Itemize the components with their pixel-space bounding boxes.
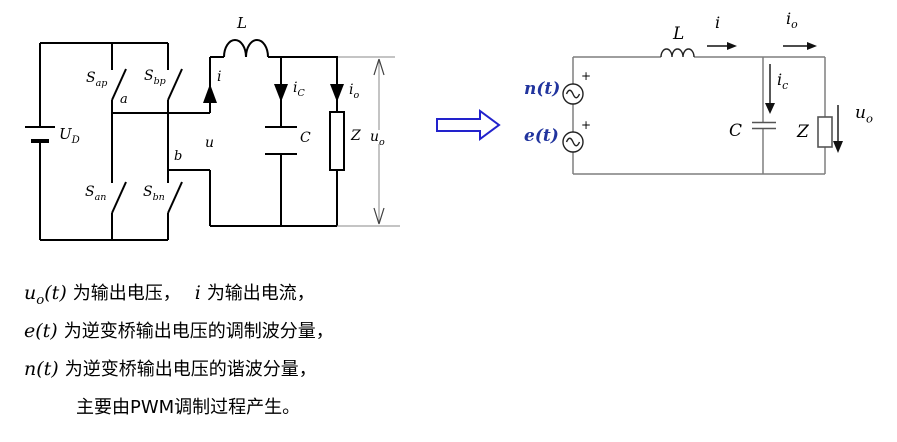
- load-resistor-icon: [329, 111, 345, 171]
- eq-capacitor-label: C: [729, 121, 743, 141]
- inductor-current-arrow-icon: [203, 84, 217, 103]
- switch-sap-label: Sap: [86, 70, 108, 89]
- eq-arrows: [707, 42, 843, 153]
- caption-line-4-text: 主要由PWM调制过程产生。: [76, 397, 301, 418]
- bridge-voltage-label: u: [205, 135, 215, 151]
- eq-inductor-label: L: [673, 24, 685, 44]
- equivalence-arrow-icon: [436, 109, 501, 141]
- dc-source-label: UD: [59, 125, 80, 146]
- left-circuit-arrowheads: [203, 84, 344, 103]
- eq-load-label: Z: [797, 122, 809, 142]
- harmonic-source-plus-sign: +: [581, 69, 592, 83]
- switch-sbp-blade-icon: [167, 68, 183, 101]
- caption-line-4: 主要由PWM调制过程产生。: [76, 393, 300, 419]
- inductor-label: L: [237, 14, 247, 32]
- out-current-arrow-icon: [330, 84, 344, 102]
- node-a-label: a: [120, 92, 128, 107]
- n-t-symbol: n(t): [24, 358, 59, 380]
- switch-sbp-label: Sbp: [144, 68, 166, 87]
- i-symbol: i: [194, 282, 201, 304]
- switch-sap-blade-icon: [111, 68, 127, 101]
- load-label: Z: [351, 128, 361, 144]
- caption-line-1-text-2: 为输出电流，: [206, 283, 315, 304]
- uo-t-symbol: uo(t): [24, 282, 67, 308]
- capacitor-label: C: [300, 130, 311, 146]
- eq-load-resistor-icon: [817, 116, 833, 148]
- eq-ic-arrow-icon: [765, 103, 775, 114]
- inverter-bridge-circuit: [25, 39, 345, 241]
- modulation-source-label: e(t): [524, 126, 559, 146]
- eq-cap-current-label: ic: [777, 70, 789, 93]
- eq-inductor-current-label: i: [715, 13, 721, 32]
- inductor-current-label: i: [217, 69, 222, 85]
- eq-inductor-coil-icon: [660, 48, 695, 58]
- eq-sources-and-coil: [562, 48, 695, 153]
- caption-line-3: n(t)为逆变桥输出电压的谐波分量，: [24, 355, 317, 381]
- eq-io-arrow-icon: [807, 42, 817, 50]
- harmonic-source-label: n(t): [524, 79, 561, 99]
- cap-current-arrow-icon: [274, 84, 288, 102]
- e-t-symbol: e(t): [24, 320, 58, 342]
- equivalent-circuit: [572, 56, 826, 175]
- eq-out-current-label: io: [786, 9, 798, 32]
- eq-components: [752, 116, 833, 148]
- caption-line-2-text: 为逆变桥输出电压的调制波分量，: [63, 321, 334, 342]
- switch-sbn-blade-icon: [167, 181, 183, 214]
- switch-san-blade-icon: [111, 181, 127, 214]
- modulation-source-sine-icon: [565, 137, 581, 147]
- switch-sbn-label: Sbn: [143, 184, 165, 203]
- modulation-source-plus-sign: +: [581, 118, 592, 132]
- node-b-label: b: [174, 149, 183, 164]
- caption-line-2: e(t)为逆变桥输出电压的调制波分量，: [24, 317, 334, 343]
- inductor-coil-icon: [223, 39, 269, 58]
- eq-i-arrow-icon: [727, 42, 737, 50]
- caption-line-3-text: 为逆变桥输出电压的谐波分量，: [64, 359, 317, 380]
- harmonic-source-sine-icon: [565, 89, 581, 99]
- caption-line-1-text-1: 为输出电压，: [72, 283, 181, 304]
- cap-current-label: iC: [293, 80, 305, 99]
- switch-san-label: San: [85, 184, 107, 203]
- dim-arrow-up-icon: [373, 58, 385, 76]
- out-voltage-label: uo: [368, 129, 387, 148]
- eq-uo-arrow-icon: [833, 141, 843, 153]
- dim-arrow-down-icon: [373, 207, 385, 225]
- uo-dimension-arrowheads: [373, 58, 385, 225]
- eq-out-voltage-label: uo: [855, 103, 873, 126]
- out-current-label: io: [349, 82, 360, 101]
